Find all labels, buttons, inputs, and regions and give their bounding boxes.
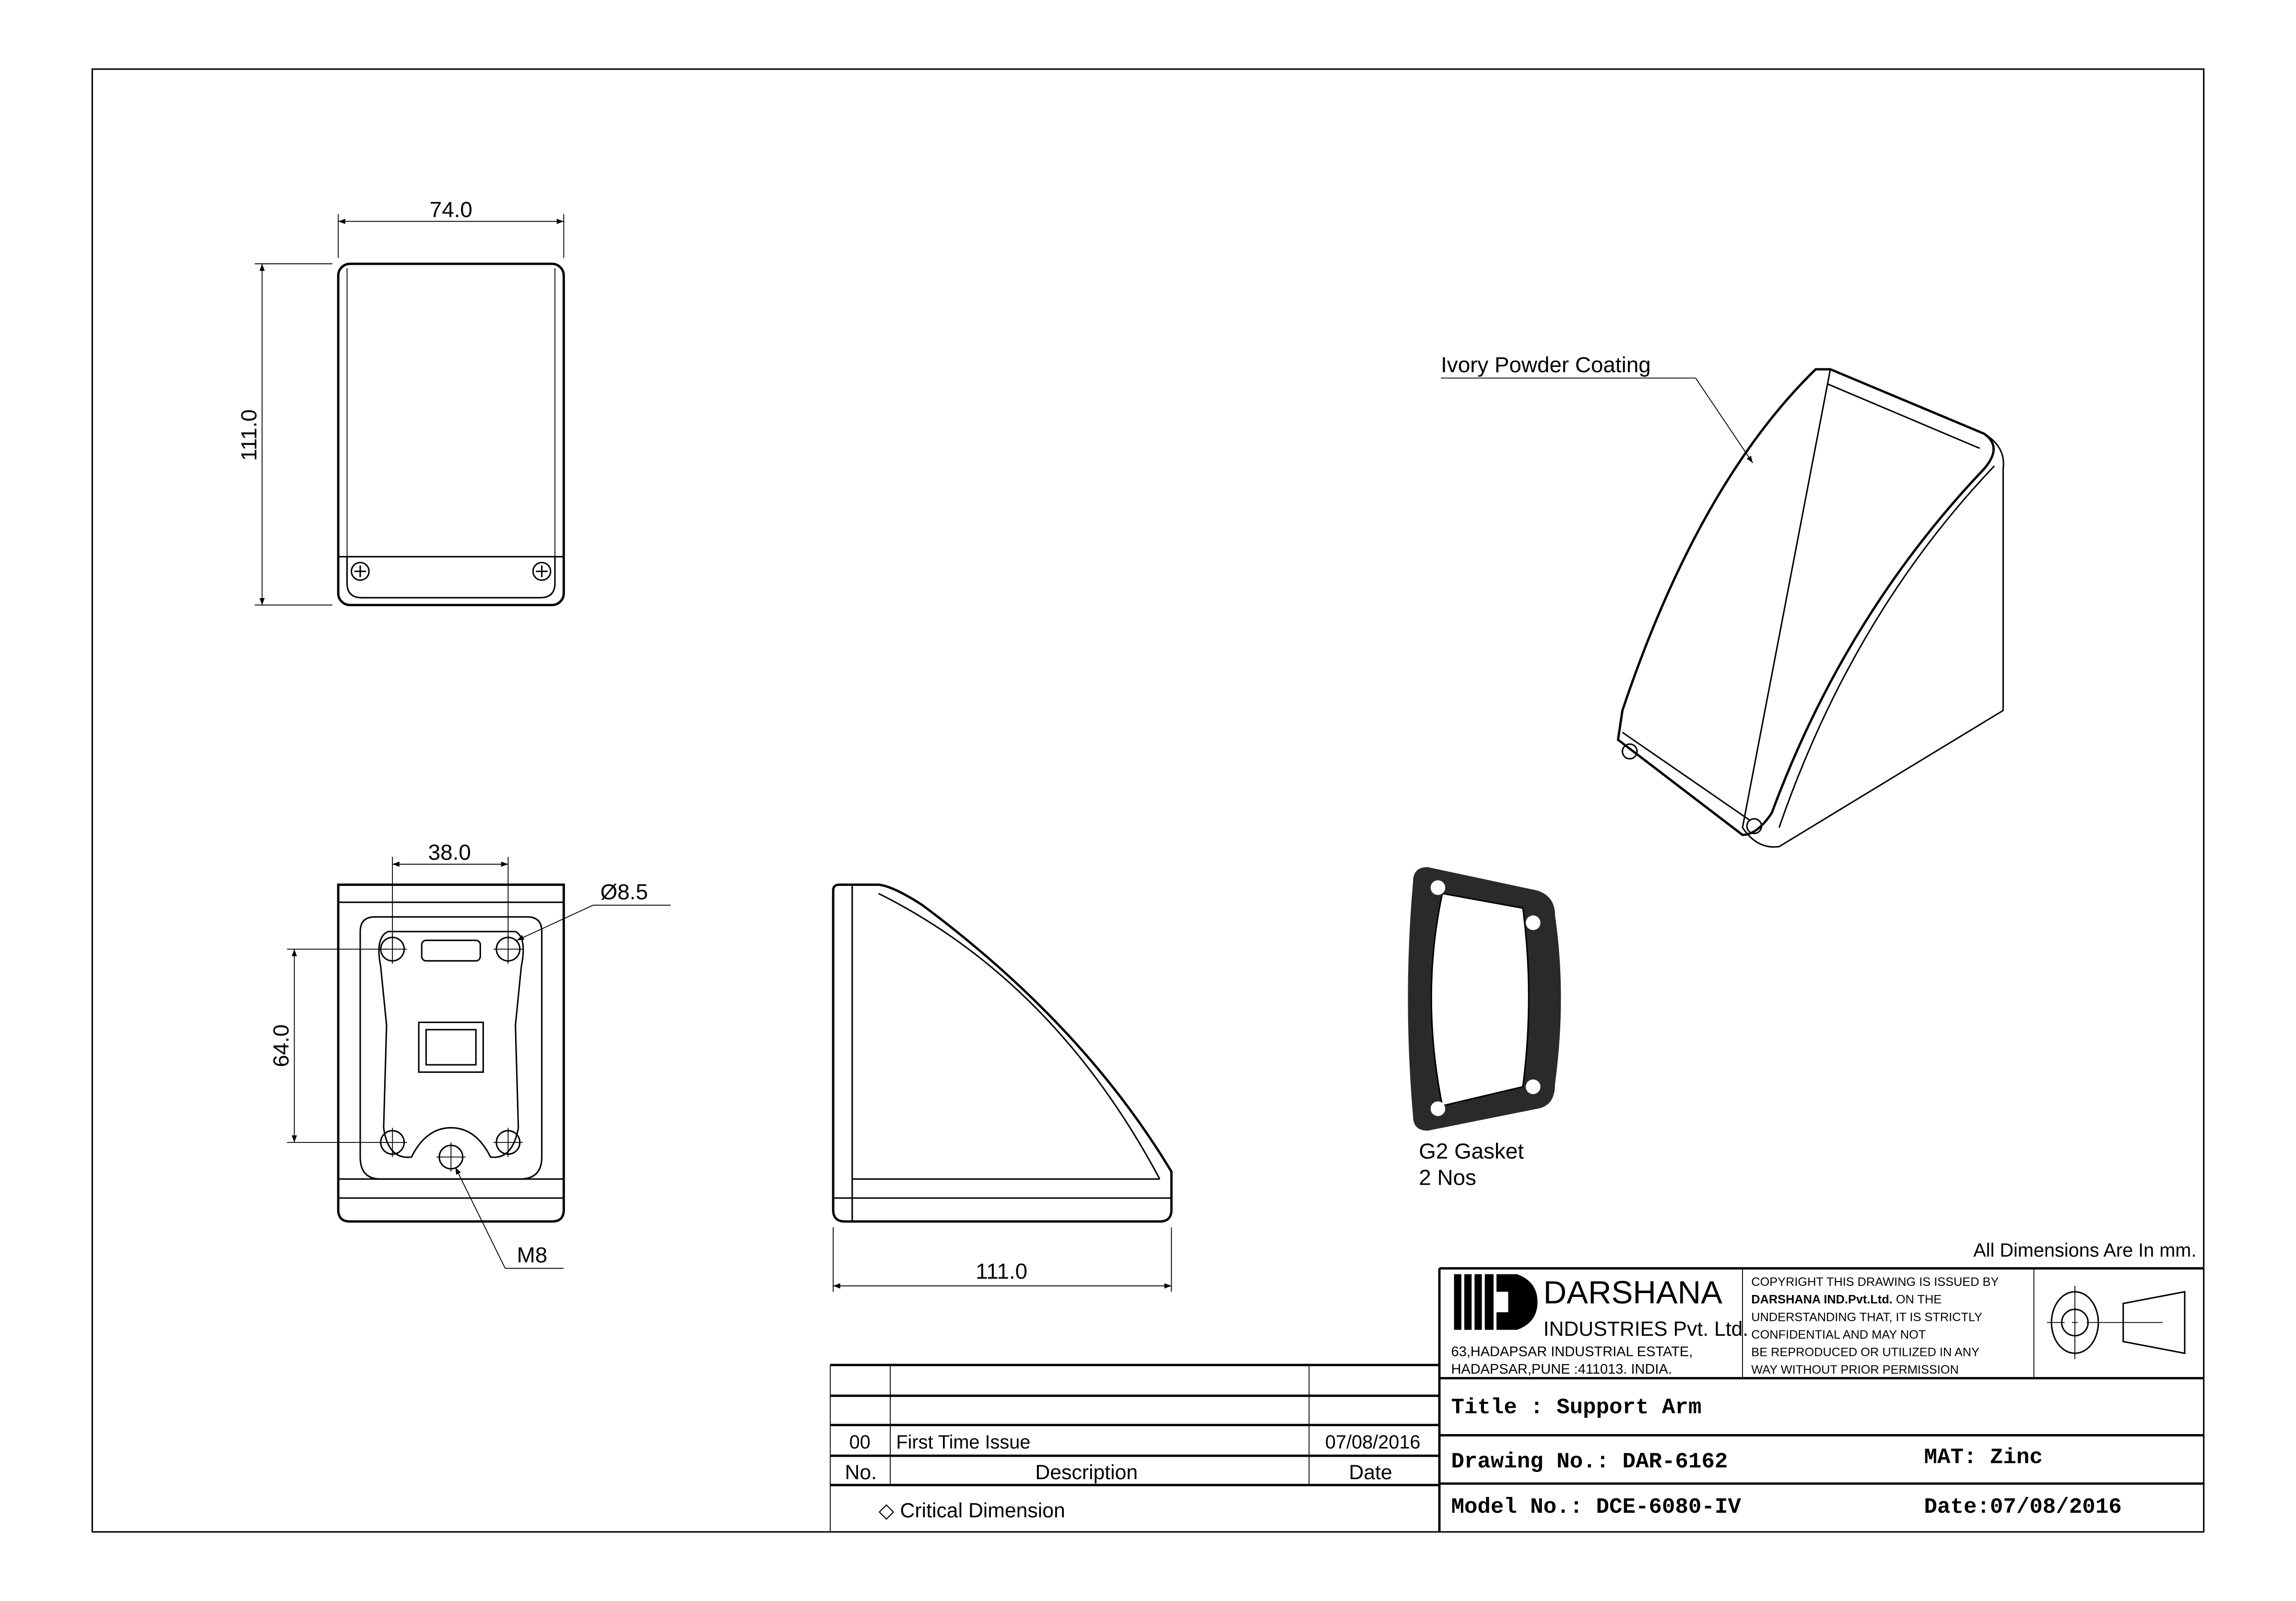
top-view: 74.0 111.0	[236, 197, 565, 606]
title-block: DARSHANA INDUSTRIES Pvt. Ltd. 63,HADAPSA…	[1438, 1267, 2204, 1532]
side-view: 111.0	[832, 883, 1173, 1292]
copyright-line: BE REPRODUCED OR UTILIZED IN ANY	[1751, 1346, 1979, 1359]
thread-callout: M8	[517, 1243, 548, 1267]
coating-note: Ivory Powder Coating	[1441, 353, 1651, 377]
gasket-name: G2 Gasket	[1419, 1139, 1524, 1163]
revision-date: 07/08/2016	[1325, 1432, 1421, 1453]
material: MAT: Zinc	[1924, 1445, 2043, 1470]
dim-length: 111.0	[976, 1259, 1027, 1283]
copyright-line: CONFIDENTIAL AND MAY NOT	[1751, 1328, 1926, 1342]
company-name: DARSHANA	[1543, 1275, 1722, 1311]
units-note: All Dimensions Are In mm.	[1973, 1240, 2196, 1261]
bottom-view: 38.0 64.0 Ø8.5 M8	[269, 840, 671, 1269]
third-angle-projection-icon	[2047, 1286, 2186, 1359]
screw-icon	[532, 562, 552, 581]
copyright-line: DARSHANA IND.Pvt.Ltd. ON THE	[1751, 1293, 1942, 1307]
copyright-line: COPYRIGHT THIS DRAWING IS ISSUED BY	[1751, 1275, 1999, 1289]
copyright-line: UNDERSTANDING THAT, IT IS STRICTLY	[1751, 1310, 1982, 1324]
dim-height: 111.0	[236, 409, 261, 461]
drawing-border	[91, 68, 2205, 1533]
revision-no: 00	[849, 1432, 871, 1453]
dim-width: 74.0	[430, 197, 472, 222]
critical-dimension-legend: ◇ Critical Dimension	[879, 1499, 1065, 1522]
company-address-1: 63,HADAPSAR INDUSTRIAL ESTATE,	[1451, 1344, 1693, 1360]
company-logo	[1454, 1274, 1538, 1330]
drawing-number: Drawing No.: DAR-6162	[1451, 1449, 1728, 1474]
copyright-text: ON THE	[1893, 1293, 1942, 1307]
screw-icon	[351, 562, 370, 581]
header-no: No.	[845, 1461, 877, 1484]
gasket-qty: 2 Nos	[1419, 1165, 1476, 1189]
isometric-view: Ivory Powder Coating	[1441, 353, 2004, 848]
drawing-title: Title : Support Arm	[1451, 1395, 1701, 1420]
copyright-company: DARSHANA IND.Pvt.Ltd.	[1751, 1293, 1893, 1307]
company-address-2: HADAPSAR,PUNE :411013. INDIA.	[1451, 1362, 1672, 1377]
copyright-notice: COPYRIGHT THIS DRAWING IS ISSUED BY DARS…	[1751, 1275, 1999, 1377]
revision-table: 00 First Time Issue 07/08/2016 No. Descr…	[830, 1364, 1440, 1532]
dim-hole-spacing-x: 38.0	[428, 840, 471, 865]
copyright-line: WAY WITHOUT PRIOR PERMISSION	[1751, 1363, 1958, 1377]
mounting-holes	[377, 934, 523, 1172]
gasket-view: G2 Gasket 2 Nos	[1408, 867, 1561, 1189]
header-date: Date	[1349, 1461, 1392, 1484]
screw-icon	[1622, 743, 1763, 835]
dim-hole-spacing-y: 64.0	[269, 1024, 293, 1067]
model-number: Model No.: DCE-6080-IV	[1451, 1495, 1741, 1519]
revision-row: 00 First Time Issue 07/08/2016	[849, 1432, 1421, 1453]
header-description: Description	[1035, 1461, 1138, 1484]
drawing-date: Date:07/08/2016	[1924, 1495, 2122, 1519]
company-subname: INDUSTRIES Pvt. Ltd.	[1543, 1318, 1748, 1341]
revision-description: First Time Issue	[896, 1432, 1030, 1453]
dim-hole-diameter: Ø8.5	[600, 880, 648, 904]
